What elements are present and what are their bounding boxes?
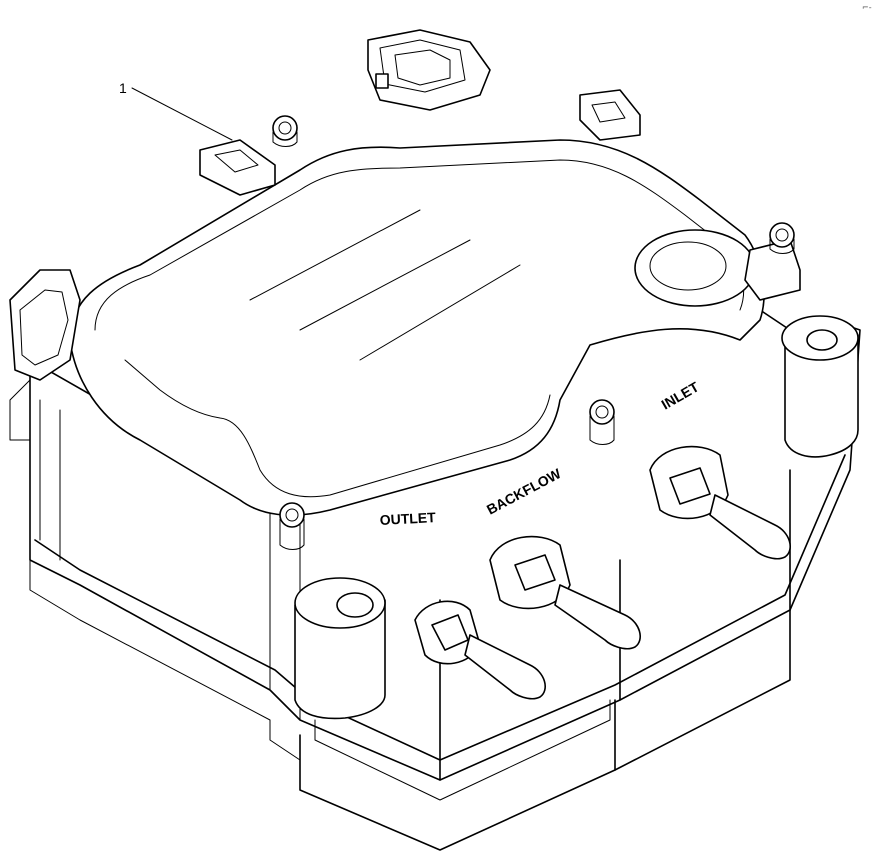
bolt-icon bbox=[589, 399, 615, 445]
top-cover bbox=[69, 139, 765, 516]
outlet-fitting bbox=[414, 600, 546, 700]
lower-housing bbox=[29, 309, 861, 851]
mounting-post-front bbox=[294, 577, 386, 720]
left-side-connector bbox=[9, 269, 81, 441]
bolt-icon bbox=[769, 222, 795, 254]
top-electrical-connector bbox=[367, 29, 491, 111]
callout-number: 1 bbox=[119, 80, 127, 96]
leader-line bbox=[131, 87, 233, 141]
callout-1: 1 bbox=[119, 80, 233, 141]
bolt-icon bbox=[279, 502, 305, 550]
mounting-tabs bbox=[199, 89, 801, 301]
bolt-icon bbox=[272, 115, 298, 147]
outlet-label: OUTLET bbox=[379, 509, 436, 528]
corner-mark: ⌐- bbox=[862, 3, 872, 12]
backflow-fitting bbox=[489, 535, 641, 650]
mounting-post-right bbox=[781, 315, 859, 458]
inlet-fitting bbox=[649, 445, 791, 560]
